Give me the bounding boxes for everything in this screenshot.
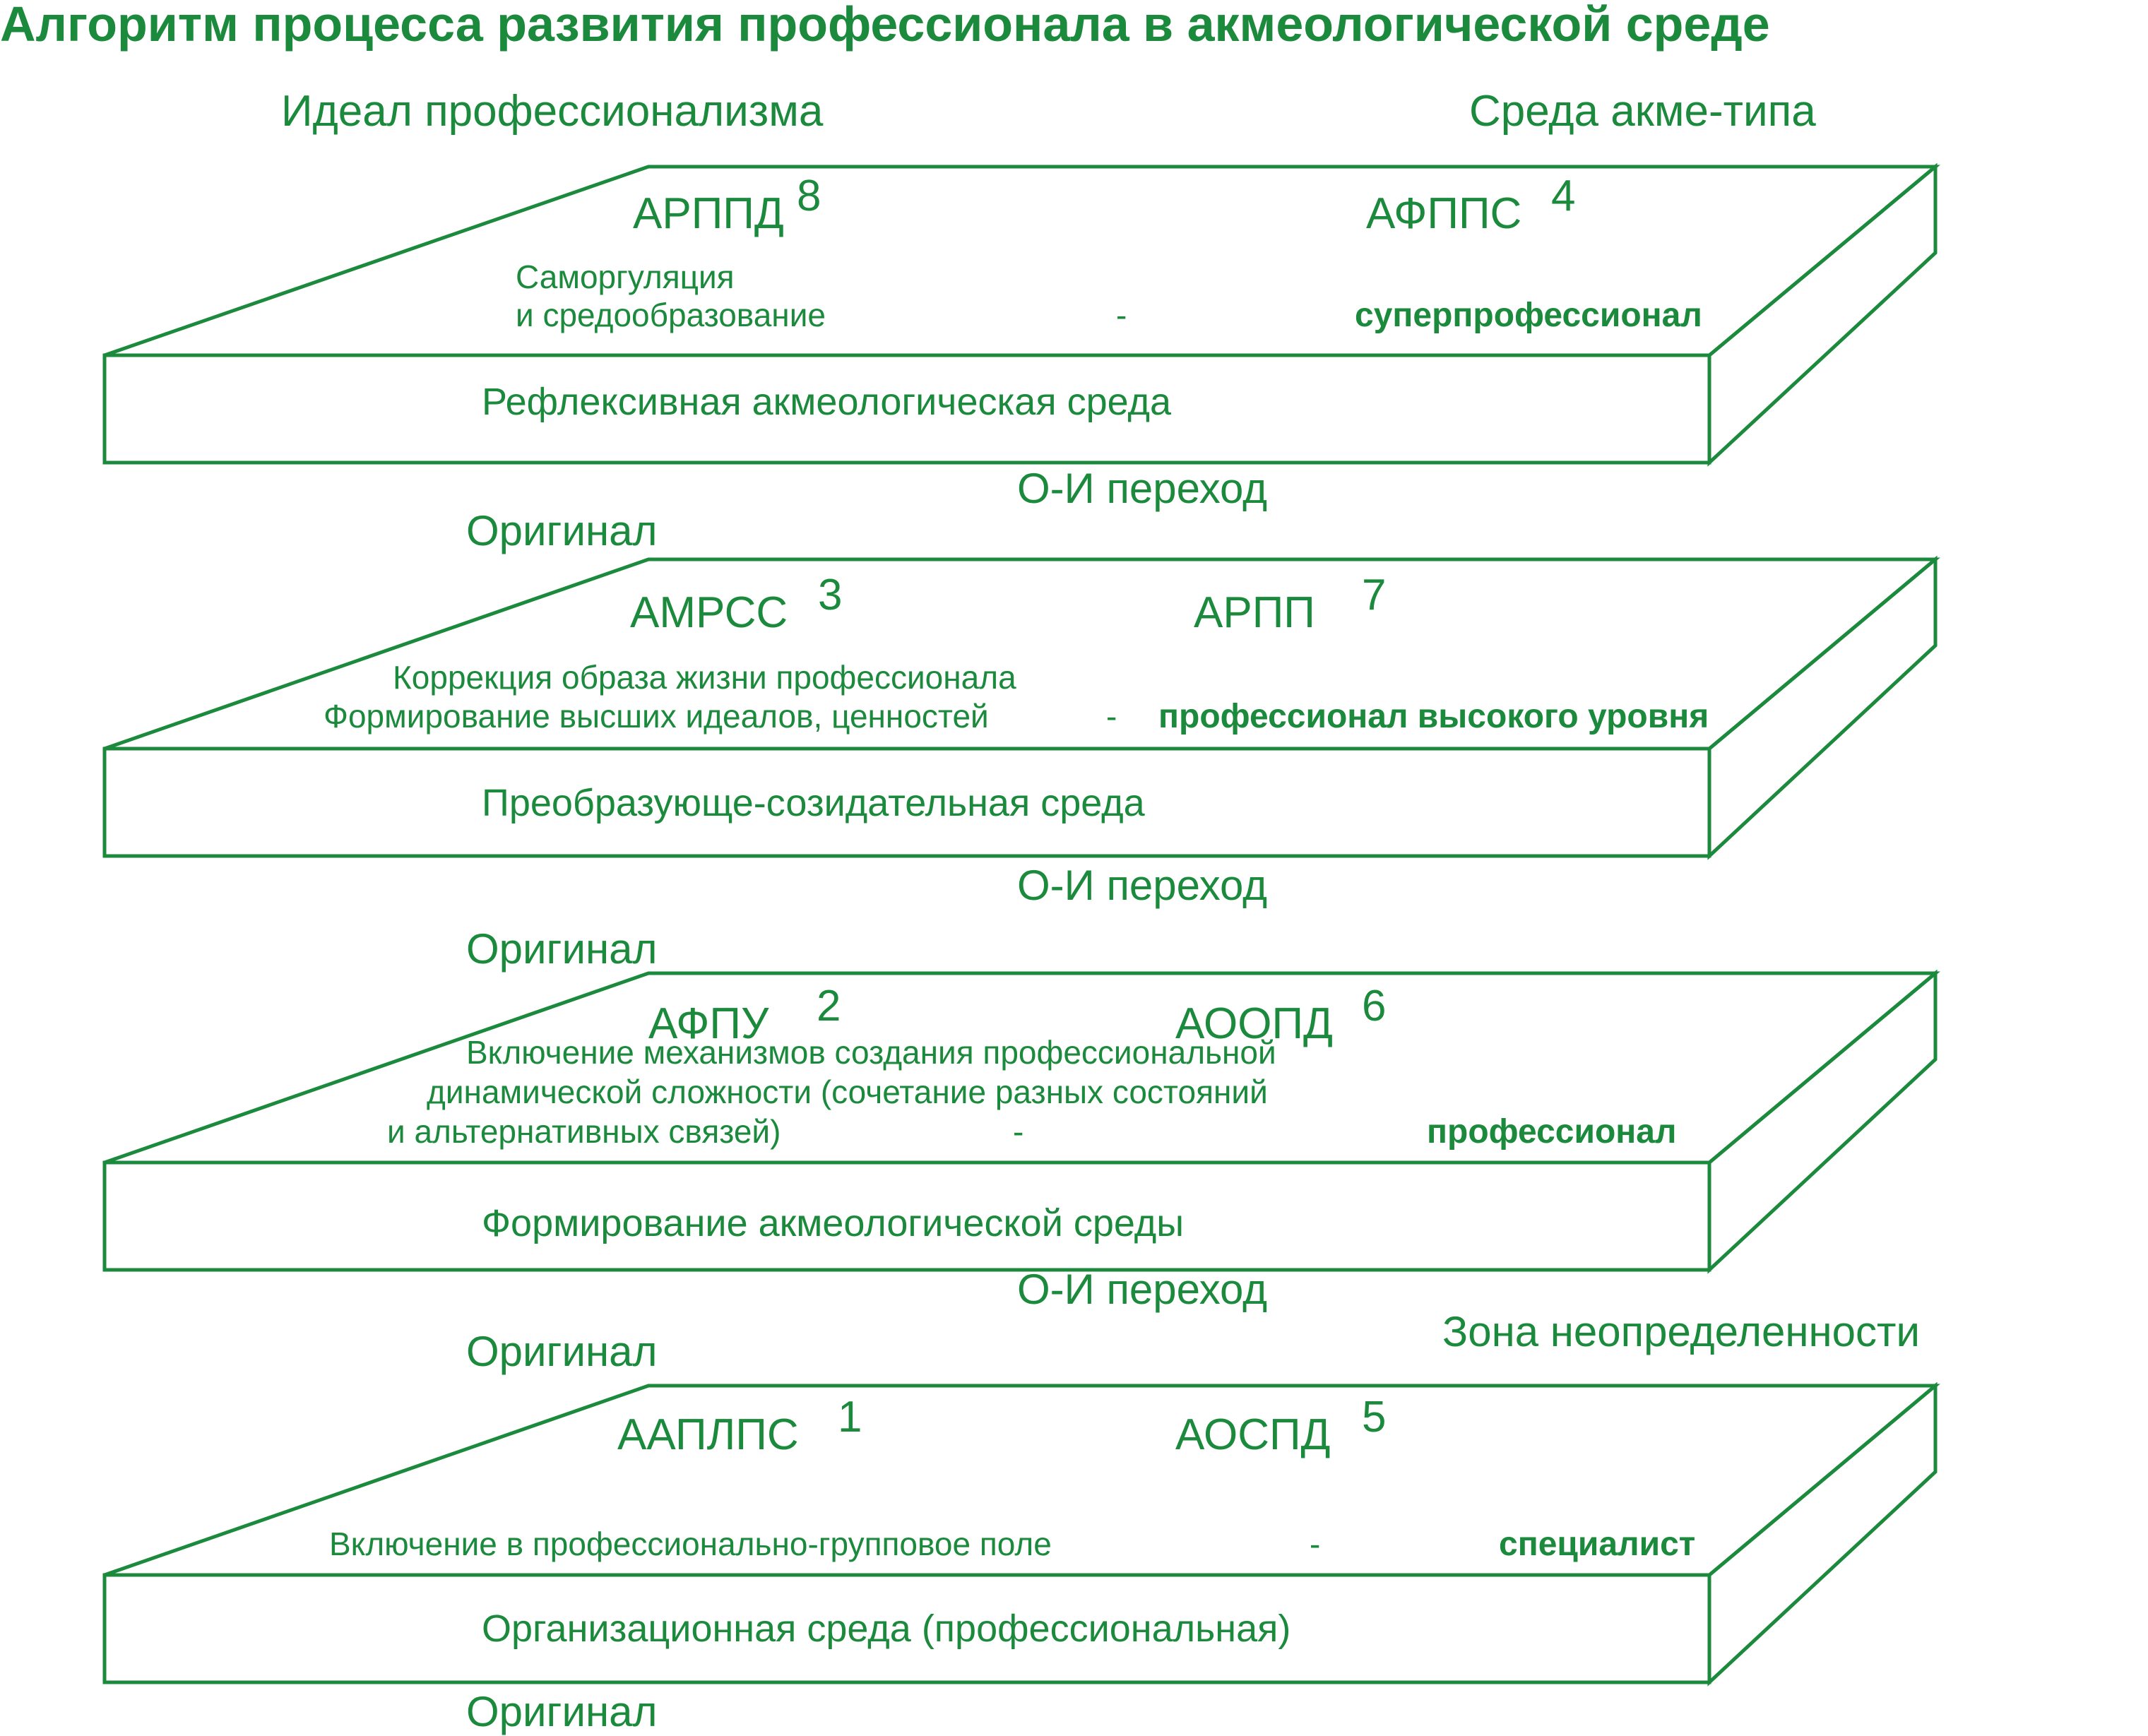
professional-level: профессионал: [1427, 1113, 1676, 1151]
description-line: Включение механизмов создания профессион…: [466, 1034, 1276, 1071]
left-code: АРППД: [633, 189, 784, 238]
zone-label: Зона неопределенности: [1442, 1308, 1920, 1355]
dash-separator: -: [1310, 1526, 1320, 1562]
slab-right-face: [1707, 1381, 1938, 1687]
right-code: АРПП: [1194, 588, 1315, 637]
right-code: АОСПД: [1175, 1410, 1331, 1459]
right-code-number: 4: [1551, 172, 1575, 220]
description-line: динамической сложности (сочетание разных…: [427, 1074, 1268, 1110]
slab-front-face: [102, 353, 1711, 465]
original-label: Оригинал: [466, 925, 657, 973]
original-label: Оригинал: [466, 507, 657, 554]
original-label: Оригинал: [466, 1328, 657, 1375]
slab-formation: АФПУ 2 АООПД 6 Включение механизмов созд…: [102, 969, 1940, 1274]
left-code-number: 3: [818, 571, 842, 619]
original-label: Оригинал: [466, 1688, 657, 1735]
slab-organizational: ААПЛПС 1 АОСПД 5 Включение в профессиона…: [102, 1381, 1940, 1687]
dash-separator: -: [1106, 698, 1117, 735]
professional-level: профессионал высокого уровня: [1158, 698, 1709, 735]
description-line: Коррекция образа жизни профессионала: [393, 659, 1016, 696]
left-code: АФПУ: [648, 999, 769, 1048]
header-ideal: Идеал профессионализма: [281, 87, 824, 136]
environment-label: Организационная среда (профессиональная): [482, 1607, 1290, 1650]
environment-label: Рефлексивная акмеологическая среда: [482, 381, 1172, 423]
description-line: и альтернативных связей): [387, 1113, 781, 1150]
left-code-number: 2: [817, 982, 841, 1030]
professional-level: специалист: [1499, 1526, 1695, 1563]
slab-front-face: [102, 1160, 1711, 1272]
slab-right-face: [1707, 969, 1938, 1274]
slab-reflexive: АРППД 8 АФППС 4 Саморгуляция и средообра…: [102, 162, 1940, 467]
left-code-number: 8: [797, 172, 821, 220]
transition-label: О-И переход: [1017, 862, 1267, 909]
header-environment: Среда акме-типа: [1469, 87, 1816, 136]
description-line: Саморгуляция: [516, 258, 735, 295]
right-code-number: 6: [1362, 982, 1386, 1030]
left-code-number: 1: [838, 1393, 862, 1441]
transition-label: О-И переход: [1017, 1266, 1267, 1313]
right-code: АФППС: [1366, 189, 1521, 238]
slab-right-face: [1707, 555, 1938, 860]
right-code-number: 7: [1362, 571, 1386, 619]
slab-front-face: [102, 1573, 1711, 1684]
professional-level: суперпрофессионал: [1355, 297, 1702, 334]
slab-transformative: АМРСС 3 АРПП 7 Коррекция образа жизни пр…: [102, 555, 1940, 860]
environment-label: Формирование акмеологической среды: [482, 1202, 1184, 1244]
right-code-number: 5: [1362, 1393, 1386, 1441]
description-line: Включение в профессионально-групповое по…: [329, 1526, 1052, 1562]
slab-right-face: [1707, 162, 1938, 467]
diagram-title: Алгоритм процесса развития профессионала…: [0, 0, 1770, 52]
dash-separator: -: [1013, 1113, 1023, 1150]
slab-front-face: [102, 747, 1711, 858]
description-line: и средообразование: [516, 297, 826, 333]
description-line: Формирование высших идеалов, ценностей: [324, 698, 989, 735]
environment-label: Преобразующе-созидательная среда: [482, 782, 1146, 824]
transition-label: О-И переход: [1017, 465, 1267, 512]
right-code: АООПД: [1175, 999, 1333, 1048]
left-code: АМРСС: [630, 588, 788, 637]
left-code: ААПЛПС: [617, 1410, 799, 1459]
dash-separator: -: [1116, 297, 1127, 333]
